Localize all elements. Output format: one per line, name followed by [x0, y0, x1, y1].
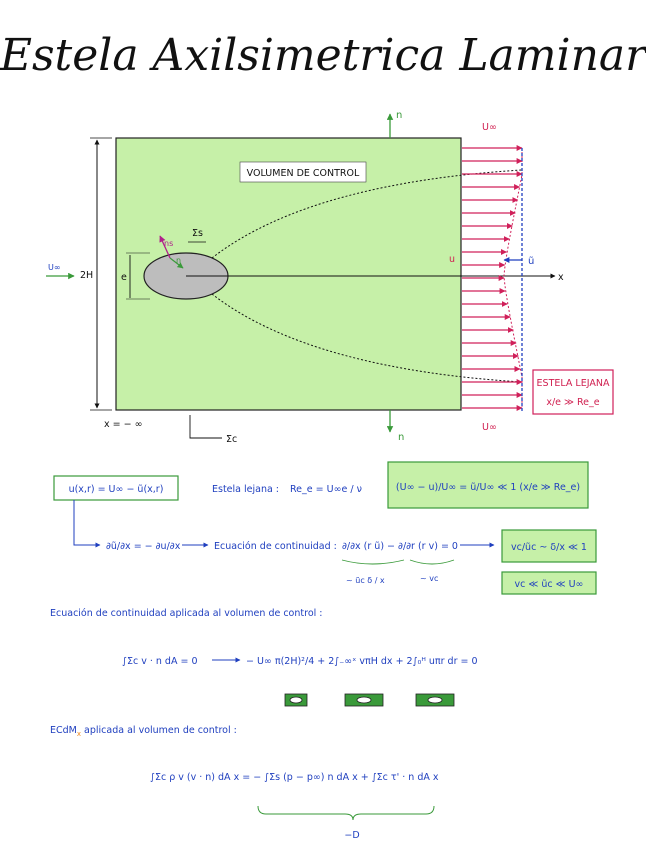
cv-heading: Ecuación de continuidad aplicada al volu… — [50, 608, 323, 619]
ratio-eq: vc/ũc ~ δ/x ≪ 1 — [511, 542, 587, 553]
n-small-label: n — [176, 256, 181, 265]
n-small-arrow — [169, 257, 184, 269]
u-inf-left-label: U∞ — [48, 263, 61, 272]
x-inf-label: x = − ∞ — [104, 419, 143, 430]
derivation-connector — [73, 500, 101, 548]
e-label: e — [121, 272, 127, 283]
u-label: u — [449, 254, 455, 265]
drag-label: −D — [344, 830, 359, 841]
main-assumption-eq: (U∞ − u)/U∞ = ũ/U∞ ≪ 1 (x/e ≫ Re_e) — [396, 482, 580, 493]
order-eq: vc ≪ ũc ≪ U∞ — [515, 579, 584, 590]
cv-eq-left: ∫Σc v · n dA = 0 — [122, 656, 198, 667]
control-volume-label: VOLUMEN DE CONTROL — [247, 168, 360, 179]
far-wake-condition: x/e ≫ Re_e — [546, 397, 599, 408]
normal-bottom-label: n — [398, 432, 404, 443]
x-axis-label: x — [558, 272, 564, 283]
u-inf-bottom-label: U∞ — [482, 422, 497, 433]
order-box — [501, 571, 597, 595]
ns-arrow — [159, 235, 171, 259]
wake-boundary-upper — [211, 169, 523, 259]
re-def-eq: Re_e = U∞e / ν — [290, 484, 362, 495]
momentum-heading: ECdMx aplicada al volumen de control : — [50, 725, 237, 738]
drag-brace — [257, 805, 435, 821]
far-wake-box — [532, 369, 614, 415]
cv-eq-right: − U∞ π(2H)²/4 + 2∫₋∞ˣ vπH dx + 2∫₀ᴴ uπr … — [246, 656, 478, 667]
continuity-eq: ∂/∂x (r ũ) − ∂/∂r (r v) = 0 — [342, 541, 458, 552]
u-def-eq: u(x,r) = U∞ − ũ(x,r) — [69, 484, 164, 495]
u-inf-top-label: U∞ — [482, 122, 497, 133]
estela-label: Estela lejana : — [212, 484, 279, 495]
sigma-c-pointer — [189, 415, 222, 439]
page-title: Estela Axilsimetrica Laminar — [0, 30, 646, 81]
normal-top-label: n — [396, 110, 402, 121]
scale-2: ~ vc — [420, 574, 438, 583]
u-def-box — [53, 475, 179, 501]
sigma-s-label: Σs — [192, 228, 203, 239]
momentum-eq: ∫Σc ρ v (v · n) dA x = − ∫Σs (p − p∞) n … — [150, 772, 439, 783]
velocity-profile — [503, 148, 523, 412]
ratio-box — [501, 529, 597, 563]
outflow-velocity-arrows — [462, 145, 523, 411]
height-label: 2H — [80, 270, 93, 281]
sigma-c-label: Σc — [226, 434, 237, 445]
scale-1: ~ ũc δ / x — [346, 576, 385, 585]
deriv-eq: ∂ũ/∂x = − ∂u/∂x — [106, 541, 181, 552]
main-assumption-box — [387, 461, 589, 509]
ns-label: ns — [164, 239, 173, 248]
control-volume-label-box — [239, 161, 367, 183]
far-wake-title: ESTELA LEJANA — [537, 378, 610, 389]
continuity-label: Ecuación de continuidad : — [214, 541, 337, 552]
wake-boundary-lower — [211, 293, 523, 383]
u-tilde-label: ũ — [528, 256, 534, 267]
